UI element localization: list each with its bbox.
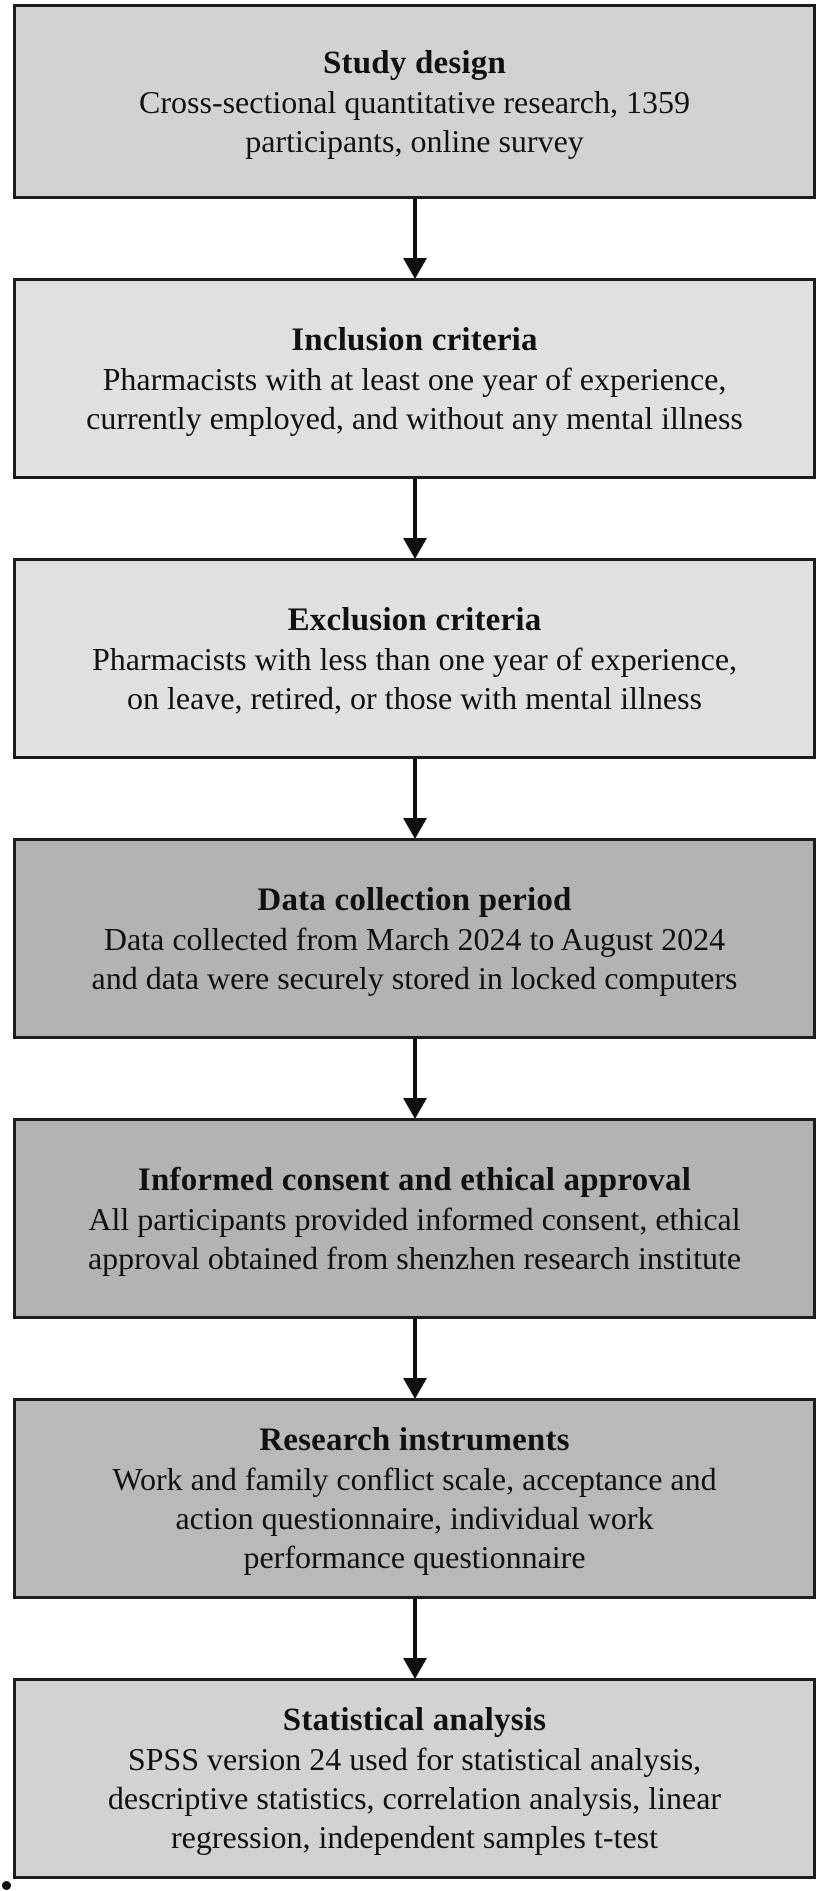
- box-body-data-collection-period: Data collected from March 2024 to August…: [91, 920, 738, 996]
- box-body-inclusion-criteria: Pharmacists with at least one year of ex…: [86, 360, 743, 436]
- arrow-shaft: [412, 1038, 417, 1100]
- down-arrow-6: [13, 1598, 816, 1679]
- flow-box-statistical-analysis: Statistical analysis SPSS version 24 use…: [13, 1678, 816, 1879]
- flow-box-exclusion-criteria: Exclusion criteria Pharmacists with less…: [13, 558, 816, 759]
- box-body-study-design: Cross-sectional quantitative research, 1…: [139, 83, 690, 159]
- caption-dot-artifact: [2, 1881, 11, 1890]
- arrow-head-icon: [402, 818, 427, 839]
- down-arrow-2: [13, 478, 816, 559]
- flow-box-data-collection-period: Data collection period Data collected fr…: [13, 838, 816, 1039]
- flow-box-study-design: Study design Cross-sectional quantitativ…: [13, 4, 816, 199]
- arrow-head-icon: [402, 1658, 427, 1679]
- arrow-head-icon: [402, 1378, 427, 1399]
- flow-box-inclusion-criteria: Inclusion criteria Pharmacists with at l…: [13, 278, 816, 479]
- down-arrow-5: [13, 1318, 816, 1399]
- box-title-informed-consent-ethical-approval: Informed consent and ethical approval: [137, 1161, 692, 1198]
- arrow-head-icon: [402, 538, 427, 559]
- box-title-inclusion-criteria: Inclusion criteria: [291, 321, 538, 358]
- flowchart: Study design Cross-sectional quantitativ…: [13, 4, 816, 1879]
- box-body-statistical-analysis: SPSS version 24 used for statistical ana…: [107, 1741, 722, 1855]
- box-body-research-instruments: Work and family conflict scale, acceptan…: [112, 1461, 717, 1575]
- arrow-shaft: [412, 198, 417, 260]
- down-arrow-1: [13, 198, 816, 279]
- down-arrow-4: [13, 1038, 816, 1119]
- arrow-shaft: [412, 478, 417, 540]
- box-title-research-instruments: Research instruments: [259, 1422, 570, 1458]
- box-title-data-collection-period: Data collection period: [257, 881, 572, 918]
- arrow-head-icon: [402, 1098, 427, 1119]
- box-title-statistical-analysis: Statistical analysis: [282, 1702, 547, 1738]
- arrow-shaft: [412, 1598, 417, 1660]
- down-arrow-3: [13, 758, 816, 839]
- arrow-shaft: [412, 758, 417, 820]
- box-body-informed-consent-ethical-approval: All participants provided informed conse…: [87, 1200, 742, 1276]
- arrow-shaft: [412, 1318, 417, 1380]
- box-title-study-design: Study design: [322, 44, 507, 81]
- box-title-exclusion-criteria: Exclusion criteria: [287, 601, 542, 638]
- box-body-exclusion-criteria: Pharmacists with less than one year of e…: [91, 640, 738, 716]
- flow-box-informed-consent-ethical-approval: Informed consent and ethical approval Al…: [13, 1118, 816, 1319]
- arrow-head-icon: [402, 258, 427, 279]
- flow-box-research-instruments: Research instruments Work and family con…: [13, 1398, 816, 1599]
